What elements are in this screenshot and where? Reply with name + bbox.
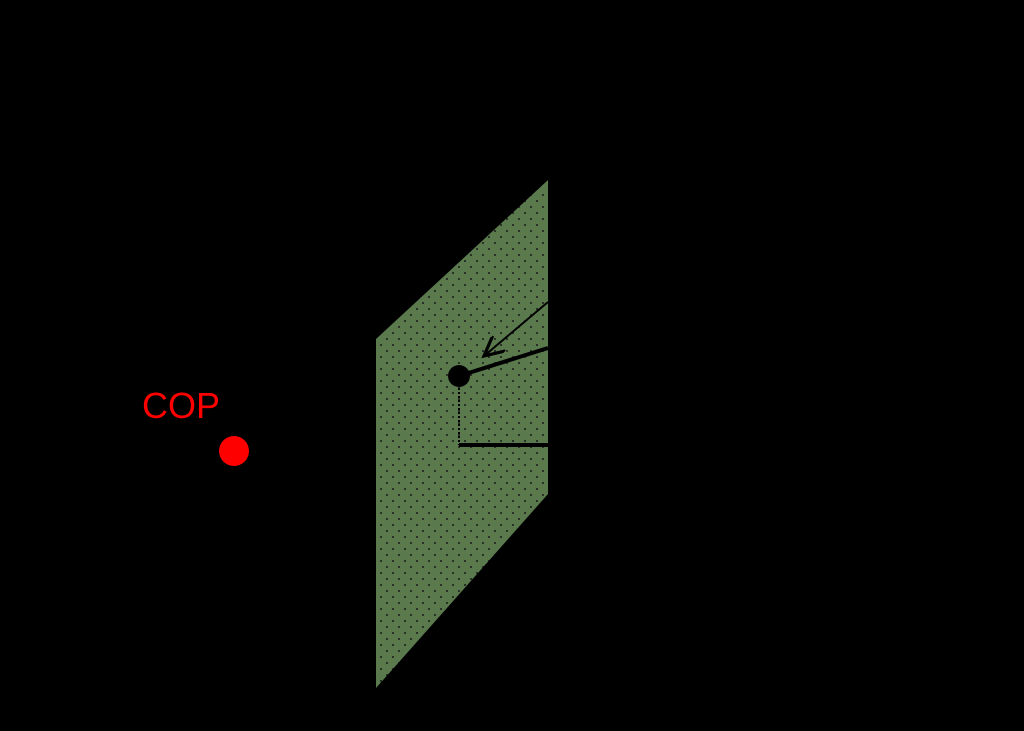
- cop-label: COP: [142, 385, 221, 426]
- cop-point: [219, 436, 249, 466]
- direction-arrow: [484, 301, 549, 356]
- projector-line: [458, 346, 549, 378]
- projected-point: [448, 365, 470, 387]
- projection-plane: [376, 180, 548, 688]
